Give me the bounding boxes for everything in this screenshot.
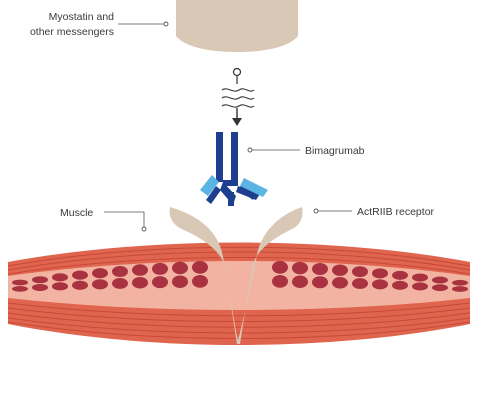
myostatin-label-line1: Myostatin and [49,11,115,23]
nucleus [132,264,148,276]
muscle-nuclei [12,260,468,292]
myostatin-shape [176,0,298,52]
nucleus [392,270,408,280]
nucleus [72,270,88,280]
nucleus [372,268,388,279]
nucleus [12,279,28,286]
nucleus [392,280,408,290]
myostatin-label-line2: other messengers [30,26,114,38]
actriib-receptor-shape [169,207,303,344]
nucleus [32,276,48,284]
nucleus [312,262,328,275]
nucleus [152,262,168,275]
nucleus [112,266,128,277]
muscle-tissue [7,242,471,345]
nucleus [432,284,448,292]
nucleus [352,278,368,289]
muscle-label: Muscle [60,207,93,219]
arrow-down-icon [232,108,242,126]
nucleus [272,261,288,274]
nucleus [292,261,308,275]
nucleus [72,280,88,290]
nucleus [272,275,288,288]
nucleus [412,273,428,282]
nucleus [172,275,188,288]
nucleus [92,279,108,290]
nucleus [172,261,188,275]
nucleus [92,268,108,279]
nucleus [292,275,308,288]
nucleus [312,276,328,289]
nucleus [112,277,128,289]
nucleus [372,279,388,290]
nucleus [192,260,208,274]
signal-molecule-icon [232,67,242,84]
actriib-receptor-label: ActRIIB receptor [357,206,435,218]
nucleus [132,276,148,289]
nucleus [412,282,428,291]
nucleus [452,279,468,286]
antibody-icon [200,132,268,206]
wavy-signal-icon [221,88,255,108]
nucleus [152,276,168,289]
nucleus [352,266,368,278]
nucleus [332,264,348,276]
nucleus [32,284,48,292]
nucleus [432,276,448,284]
bimagrumab-label: Bimagrumab [305,145,365,157]
leader-dots [141,21,319,232]
leader-lines [104,23,352,228]
nucleus [52,282,68,291]
nucleus [12,285,28,292]
nucleus [192,275,208,288]
nucleus [452,286,468,292]
nucleus [332,277,348,289]
nucleus [52,273,68,282]
